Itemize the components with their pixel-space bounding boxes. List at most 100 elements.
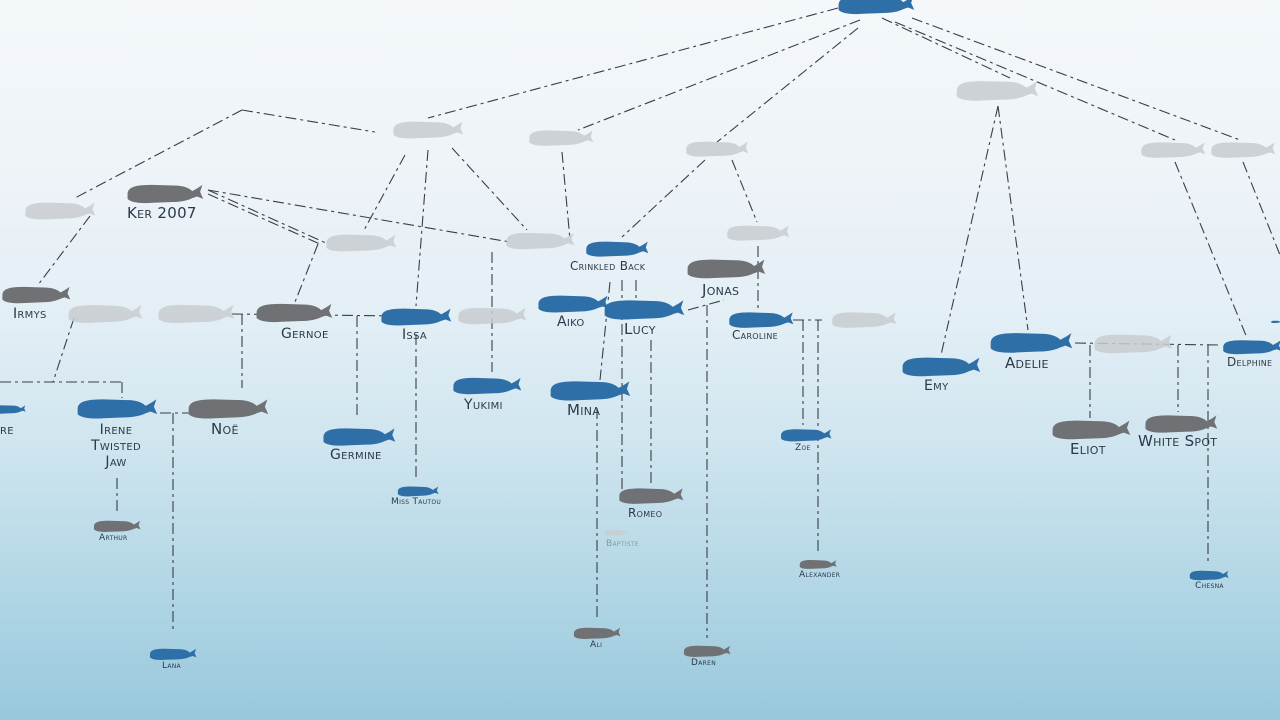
whale-label-irmys: Irmys — [13, 306, 47, 322]
whale-icon-noe — [188, 399, 269, 419]
lineage-link — [731, 159, 758, 223]
whale-label-aiko: Aiko — [557, 314, 585, 330]
whale-label-eliot: Eliot — [1070, 440, 1106, 458]
whale-icon-germine — [323, 428, 396, 446]
whale-icon-delphine — [1223, 340, 1280, 355]
whale-icon-ghost-j — [727, 225, 790, 241]
whale-icon-mina — [550, 381, 631, 401]
whale-icon-white-spot — [1145, 415, 1218, 433]
whale-icon-ghost-k — [68, 305, 143, 323]
whale-icon-ghost-h — [326, 234, 397, 252]
whale-icon-zoe — [781, 429, 832, 442]
lineage-link — [894, 21, 1176, 141]
lineage-link — [1174, 161, 1248, 339]
whale-icon-jonas — [687, 259, 766, 279]
whale-icon-lana — [149, 648, 197, 660]
lineage-link — [716, 27, 859, 143]
whale-icon-ghost-n — [832, 312, 897, 328]
whale-label-delphine: Delphine — [1227, 355, 1273, 369]
whale-label-romeo: Romeo — [628, 506, 663, 520]
whale-icon-baptiste — [604, 529, 628, 536]
whale-label-mina: Mina — [567, 401, 601, 419]
whale-label-issa: Issa — [402, 327, 428, 343]
whale-label-daren: Daren — [691, 658, 716, 668]
whale-icon-top-ancestor — [838, 0, 915, 15]
whale-icon-ghost-d — [956, 81, 1039, 101]
whale-icon-adelie — [990, 333, 1073, 353]
whale-label-noe: Noë — [211, 420, 239, 438]
whale-label-ker: Ker 2007 — [127, 204, 197, 222]
whale-icon-ghost-b — [529, 130, 594, 146]
whale-label-emy: Emy — [924, 378, 949, 394]
whale-icon-ghost-e — [1141, 142, 1206, 158]
whale-label-irene-twisted-jaw: Irene Twisted Jaw — [91, 422, 141, 471]
whale-icon-miss-tautou — [397, 486, 439, 497]
whale-label-ali: Ali — [590, 640, 603, 650]
whale-icon-ker — [127, 184, 204, 204]
whale-icon-issa — [381, 308, 452, 326]
whale-icon-arthur — [93, 520, 141, 532]
whale-icon-ghost-c — [686, 141, 749, 157]
lineage-link — [207, 189, 329, 245]
whale-label-lana: Lana — [162, 661, 181, 671]
lineage-link — [415, 149, 429, 307]
whale-icon-irmys — [2, 286, 71, 304]
lineage-link — [207, 189, 511, 243]
whale-icon-edge-whale — [1271, 320, 1280, 324]
lineage-link — [1242, 161, 1280, 256]
whale-label-re: re — [0, 422, 14, 438]
lineage-link — [451, 147, 528, 231]
whale-icon-ghost-f — [1211, 142, 1276, 158]
lineage-link — [241, 109, 376, 133]
whale-icon-alexander — [799, 560, 837, 569]
whale-label-zoe: Zoe — [795, 443, 811, 453]
whale-label-miss-tautou: Miss Tautou — [391, 497, 442, 507]
lineage-link — [997, 105, 1029, 331]
whale-icon-lucy — [604, 300, 685, 320]
lineage-link — [687, 299, 725, 311]
whale-icon-crinkled-back — [586, 241, 649, 257]
lineage-link — [74, 109, 243, 199]
whale-label-white-spot: White Spot — [1138, 432, 1218, 450]
whale-label-gernoe: Gernoe — [281, 326, 329, 342]
whale-icon-eliot — [1052, 420, 1131, 440]
whale-label-chesna: Chesna — [1195, 581, 1224, 591]
whale-icon-caroline — [729, 312, 794, 328]
whale-icon-ali — [573, 627, 621, 639]
lineage-link — [621, 159, 706, 238]
whale-icon-emy — [902, 357, 981, 377]
lineage-link — [37, 215, 91, 286]
whale-label-baptiste: Baptiste — [606, 539, 639, 549]
whale-icon-aiko — [538, 295, 609, 313]
whale-icon-ghost-g — [25, 202, 96, 220]
whale-icon-ghost-m — [458, 307, 527, 325]
whale-label-caroline: Caroline — [732, 328, 778, 342]
whale-label-crinkled-back: Crinkled Back — [570, 259, 646, 273]
whale-icon-chesna — [1189, 570, 1229, 581]
whale-icon-irene-twisted-jaw — [77, 399, 158, 419]
lineage-link — [881, 17, 1011, 79]
lineage-link — [911, 17, 1241, 141]
whale-label-lucy: Lucy — [624, 320, 656, 338]
whale-icon-romeo — [619, 488, 684, 504]
whale-label-yukimi: Yukimi — [464, 397, 503, 413]
whale-icon-ghost-o — [1094, 334, 1173, 354]
whale-icon-ghost-i — [506, 232, 575, 250]
lineage-link — [52, 317, 75, 383]
whale-label-arthur: Arthur — [99, 533, 128, 543]
whale-icon-ghost-a — [393, 121, 464, 139]
lineage-link — [599, 281, 611, 381]
lineage-link — [940, 105, 999, 356]
lineage-link — [577, 19, 861, 131]
whale-label-adelie: Adelie — [1005, 354, 1049, 372]
whale-label-jonas: Jonas — [702, 281, 740, 299]
lineage-link — [294, 243, 319, 303]
whale-icon-gernoe — [256, 303, 333, 323]
whale-icon-daren — [683, 645, 731, 657]
lineage-link — [207, 193, 323, 246]
whale-icon-ghost-l — [158, 304, 235, 324]
whale-icon-re — [0, 405, 26, 414]
whale-label-germine: Germine — [330, 447, 382, 463]
